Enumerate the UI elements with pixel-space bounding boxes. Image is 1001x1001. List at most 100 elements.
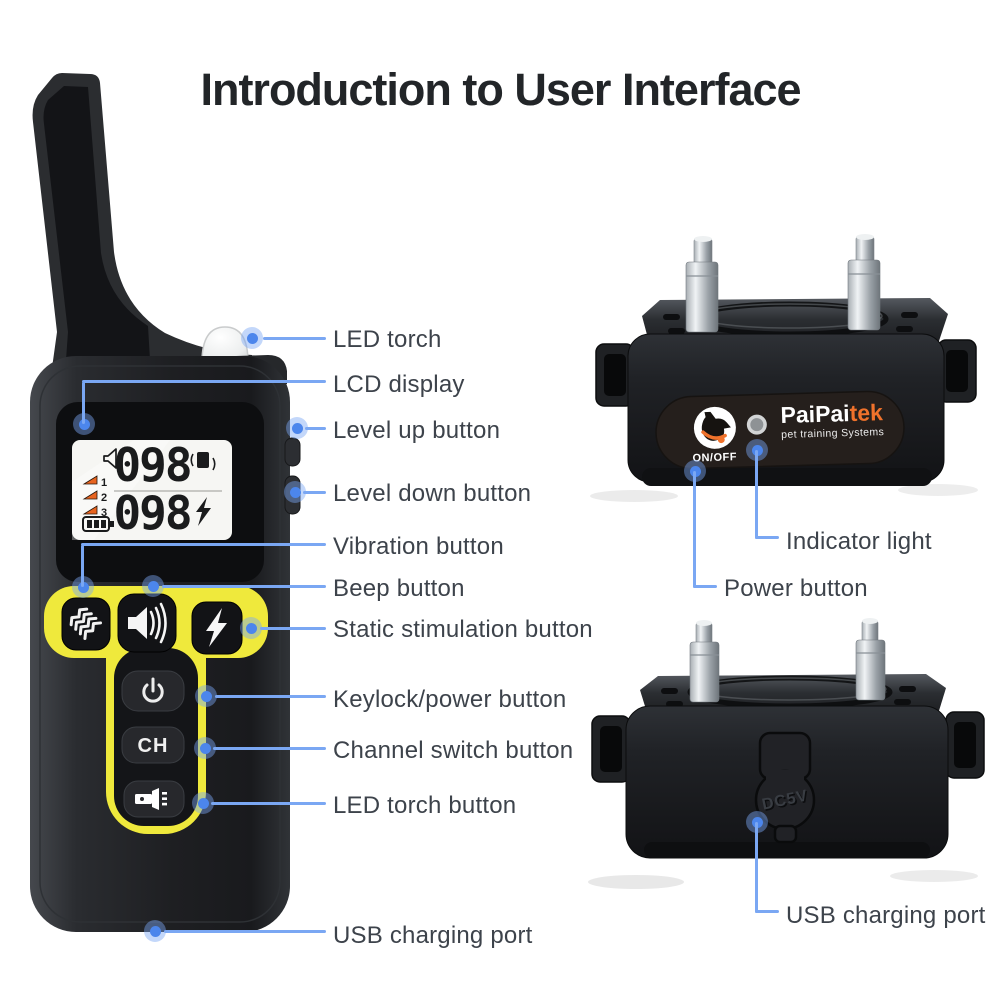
lcd-channel-1: 1 <box>82 475 107 489</box>
contact-probe-left <box>685 236 719 333</box>
contact-probe-right <box>855 618 886 701</box>
channel-switch-button: CH <box>121 726 185 764</box>
strap-slot-left <box>591 715 631 783</box>
lcd-channel-3: 3 <box>82 505 107 519</box>
vibration-button <box>61 597 111 651</box>
static-button <box>191 601 243 655</box>
contact-probe-right <box>847 234 881 331</box>
callout-line-usb-left <box>164 930 326 933</box>
callout-dot-level-down <box>284 481 306 503</box>
callout-label-level-up: Level up button <box>333 417 501 444</box>
lcd-vibration-icon <box>190 452 216 471</box>
flashlight-icon <box>135 788 167 810</box>
callout-dot-led-torch <box>241 327 263 349</box>
brand-tagline: pet training Systems <box>781 426 884 441</box>
page-title: Introduction to User Interface <box>200 64 801 115</box>
remote-body-edge <box>39 365 281 923</box>
callout-dot-level-up <box>286 417 308 439</box>
callout-vline-indicator <box>755 450 758 539</box>
plate-screw-slots <box>663 312 918 334</box>
callout-label-led-torch: LED torch <box>333 326 442 353</box>
charge-port-cover: DC5V DC5V <box>754 731 816 844</box>
brand-text: PaiPaitek <box>780 399 883 428</box>
callout-line-usb-right <box>755 910 779 913</box>
shadow <box>890 870 978 882</box>
lightning-icon <box>206 608 227 647</box>
remote-transmitter: 098 1 2 3 <box>30 73 301 932</box>
callout-label-static: Static stimulation button <box>333 616 593 643</box>
power-icon <box>142 677 164 703</box>
vibration-zigzag-icon <box>69 607 102 640</box>
lcd-battery-icon <box>82 516 114 532</box>
lcd-bottom-value: 098 <box>113 486 190 540</box>
callout-dot-vibration <box>72 576 94 598</box>
channel-button-label: CH <box>138 735 169 757</box>
callout-line-torch-button <box>211 802 326 805</box>
callout-label-usb-right: USB charging port <box>786 902 986 929</box>
callout-label-keylock: Keylock/power button <box>333 686 567 713</box>
callout-line-indicator <box>755 536 779 539</box>
svg-text:1: 1 <box>101 477 107 489</box>
callout-line-static <box>260 627 326 630</box>
led-torch-dome <box>201 326 249 363</box>
lcd-top-value: 098 <box>113 438 190 492</box>
callout-label-lcd-display: LCD display <box>333 371 465 398</box>
lcd-shock-icon <box>196 497 211 526</box>
callout-dot-keylock <box>195 685 217 707</box>
contact-probe-left <box>689 620 720 703</box>
callout-dot-channel <box>194 737 216 759</box>
indicator-light <box>746 414 767 435</box>
callout-line-level-up <box>305 427 326 430</box>
callout-dot-torch-button <box>192 792 214 814</box>
speaker-icon <box>128 602 167 644</box>
keylock-power-button <box>121 670 185 712</box>
callout-vline-lcd-display <box>82 382 85 424</box>
callout-dot-lcd-display <box>73 413 95 435</box>
callout-label-channel: Channel switch button <box>333 737 574 764</box>
svg-text:3: 3 <box>101 507 107 519</box>
brand-panel: ON/OFF PaiPaitek pet training Systems <box>655 390 905 470</box>
strap-slot-right <box>945 711 985 779</box>
collar-receiver-top: ON/OFF PaiPaitek pet training Systems <box>590 234 978 502</box>
shadow <box>588 875 684 889</box>
antenna-inner-panel <box>43 86 150 360</box>
svg-text:2: 2 <box>101 492 107 504</box>
collar-receiver-bottom: DC5V DC5V <box>588 618 985 889</box>
callout-dot-usb-left <box>144 920 166 942</box>
lcd-channel-2: 2 <box>82 490 107 504</box>
callout-line-level-down <box>303 491 326 494</box>
callout-vline-power <box>693 471 696 588</box>
callout-label-usb-left: USB charging port <box>333 922 533 949</box>
callout-label-level-down: Level down button <box>333 480 532 507</box>
callout-label-torch-button: LED torch button <box>333 792 517 819</box>
lcd-beep-icon <box>103 448 117 469</box>
lcd-sheen <box>72 440 170 540</box>
shadow <box>590 490 678 502</box>
on-off-label: ON/OFF <box>692 451 737 464</box>
callout-line-channel <box>213 747 326 750</box>
callout-line-lcd-display <box>82 380 326 383</box>
strap-slot-right <box>937 339 977 403</box>
level-up-side-button <box>284 437 301 467</box>
callout-line-led-torch <box>263 337 326 340</box>
callout-dot-beep <box>142 575 164 597</box>
callout-label-indicator: Indicator light <box>786 528 932 555</box>
beep-button <box>117 593 177 653</box>
callout-vline-vibration <box>81 545 84 587</box>
callout-line-keylock <box>215 695 326 698</box>
callout-line-beep <box>162 585 326 588</box>
shadow <box>898 484 978 496</box>
callout-label-vibration: Vibration button <box>333 533 504 560</box>
strap-slot-left <box>595 343 635 407</box>
callout-dot-static <box>240 617 262 639</box>
callout-label-power: Power button <box>724 575 868 602</box>
callout-vline-usb-right <box>755 822 758 913</box>
receiver-bottom-lip <box>642 468 932 486</box>
callout-label-beep: Beep button <box>333 575 465 602</box>
led-torch-button <box>123 780 185 818</box>
receiver-bottom-lip <box>644 842 930 858</box>
callout-line-vibration <box>81 543 326 546</box>
dog-logo <box>693 406 736 449</box>
